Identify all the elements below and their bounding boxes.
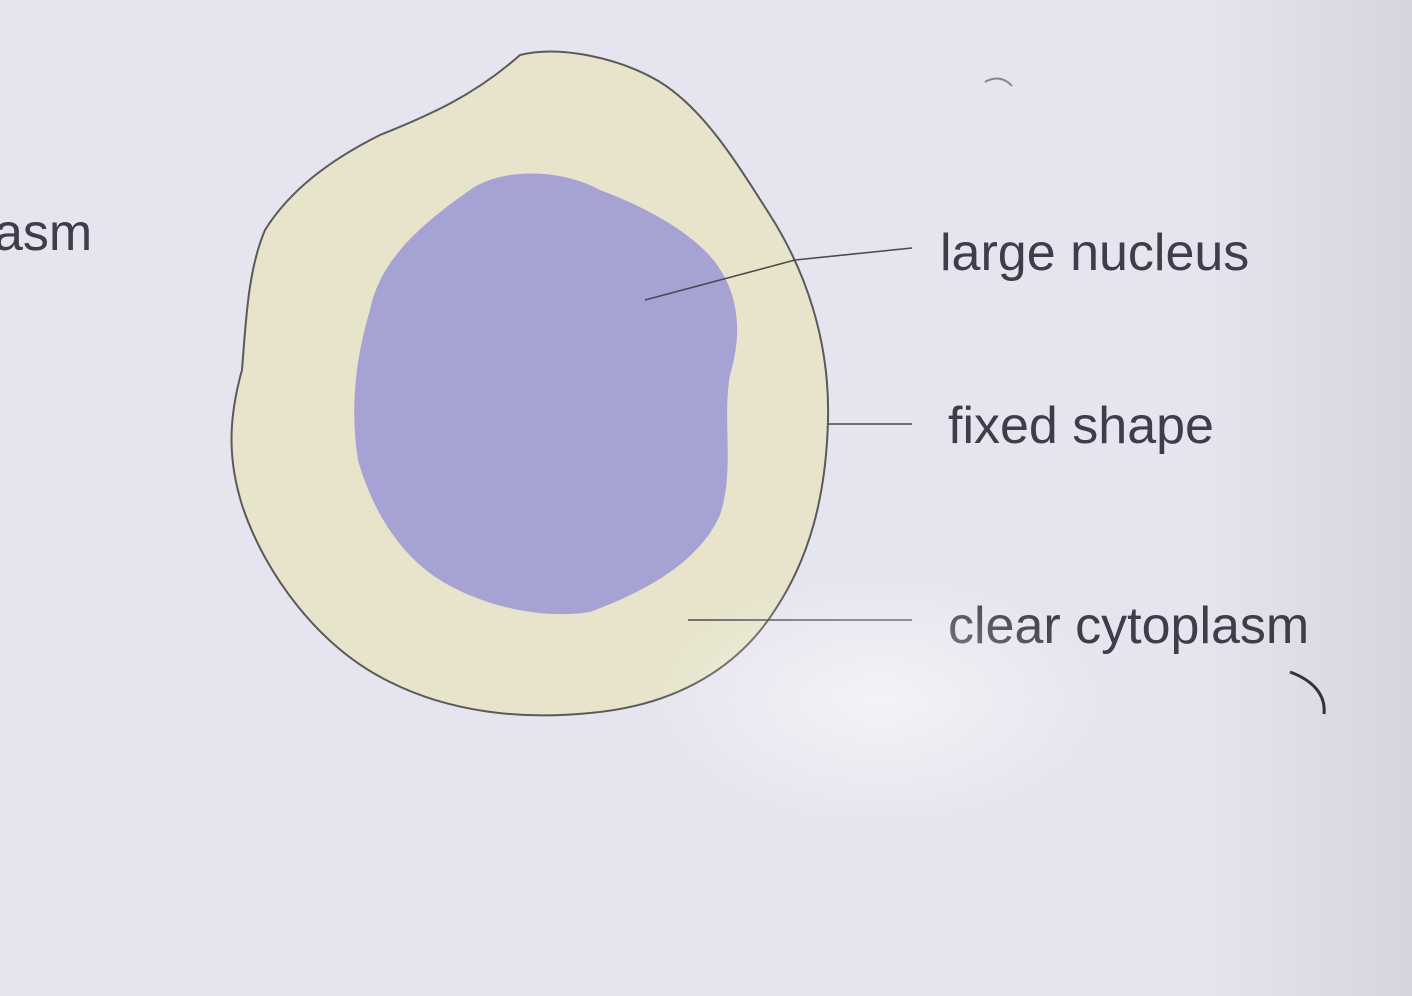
glare: [650, 570, 1110, 830]
label-large-nucleus: large nucleus: [940, 224, 1249, 282]
pen-mark: [1289, 670, 1326, 715]
nucleus-leader-line: [644, 247, 913, 301]
fragment-text: asm: [0, 204, 92, 262]
label-fixed-shape: fixed shape: [948, 397, 1214, 455]
pen-mark-top: [984, 77, 1013, 87]
nucleus: [354, 173, 738, 615]
